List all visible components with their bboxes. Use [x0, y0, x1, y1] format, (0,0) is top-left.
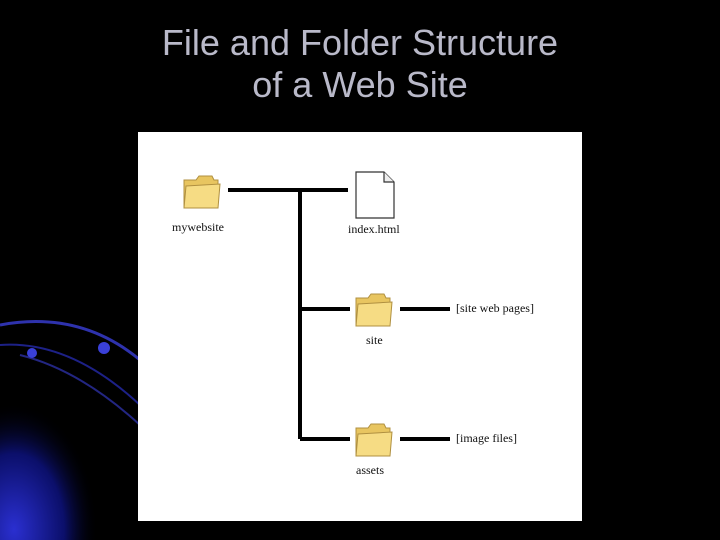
folder-structure-diagram: mywebsite index.html site assets [site w… — [138, 132, 582, 521]
folder-icon — [183, 175, 221, 209]
site-note: [site web pages] — [456, 301, 534, 315]
folder-icon — [355, 293, 393, 327]
tree-connectors — [228, 188, 450, 441]
assets-folder-label: assets — [356, 463, 384, 477]
diagram-lines — [183, 171, 450, 457]
slide-title: File and Folder Structure of a Web Site — [0, 22, 720, 106]
folder-icon — [355, 423, 393, 457]
assets-note: [image files] — [456, 431, 517, 445]
file-icon — [355, 171, 395, 219]
index-file-label: index.html — [348, 222, 400, 236]
site-folder-label: site — [366, 333, 383, 347]
title-line-1: File and Folder Structure — [161, 22, 559, 63]
root-folder-label: mywebsite — [172, 220, 224, 234]
title-line-2: of a Web Site — [252, 64, 468, 105]
